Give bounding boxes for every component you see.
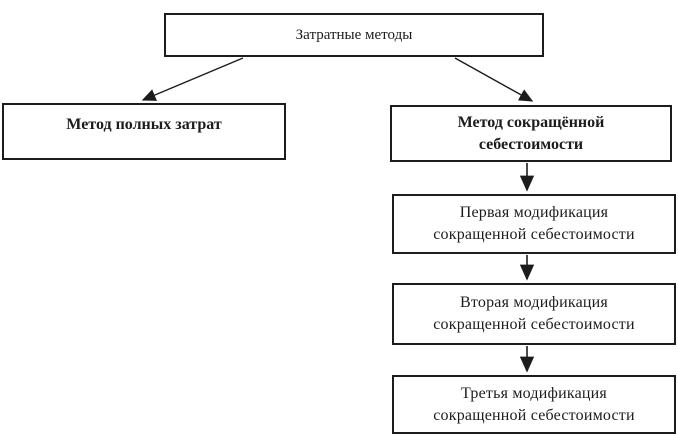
node-second-modification-label-line2: сокращенной себестоимости [433,316,635,333]
node-first-modification: Первая модификация сокращенной себестоим… [392,194,676,254]
node-first-modification-label-line2: сокращенной себестоимости [433,226,635,243]
node-full-cost-method-label: Метод полных затрат [66,116,222,133]
node-third-modification-label-line2: сокращенной себестоимости [433,406,635,424]
node-second-modification-label-line1: Вторая модификация [460,294,608,312]
node-third-modification-label-line1: Третья модификация [461,384,607,402]
node-full-cost-method: Метод полных затрат [2,103,286,160]
node-cost-methods-label: Затратные методы [295,26,413,43]
node-reduced-cost-method-label-line1: Метод сокращённой [457,113,605,131]
arrow-root-to-full-cost [141,57,244,101]
node-cost-methods: Затратные методы [164,13,544,57]
node-second-modification: Вторая модификация сокращенной себестоим… [392,283,676,345]
node-third-modification: Третья модификация сокращенной себестоим… [392,375,676,434]
node-reduced-cost-method-label-line2: себестоимости [478,135,584,153]
arrow-root-to-reduced-cost [454,57,534,102]
node-reduced-cost-method: Метод сокращённой себестоимости [390,105,672,162]
node-first-modification-label-line1: Первая модификация [459,204,609,222]
